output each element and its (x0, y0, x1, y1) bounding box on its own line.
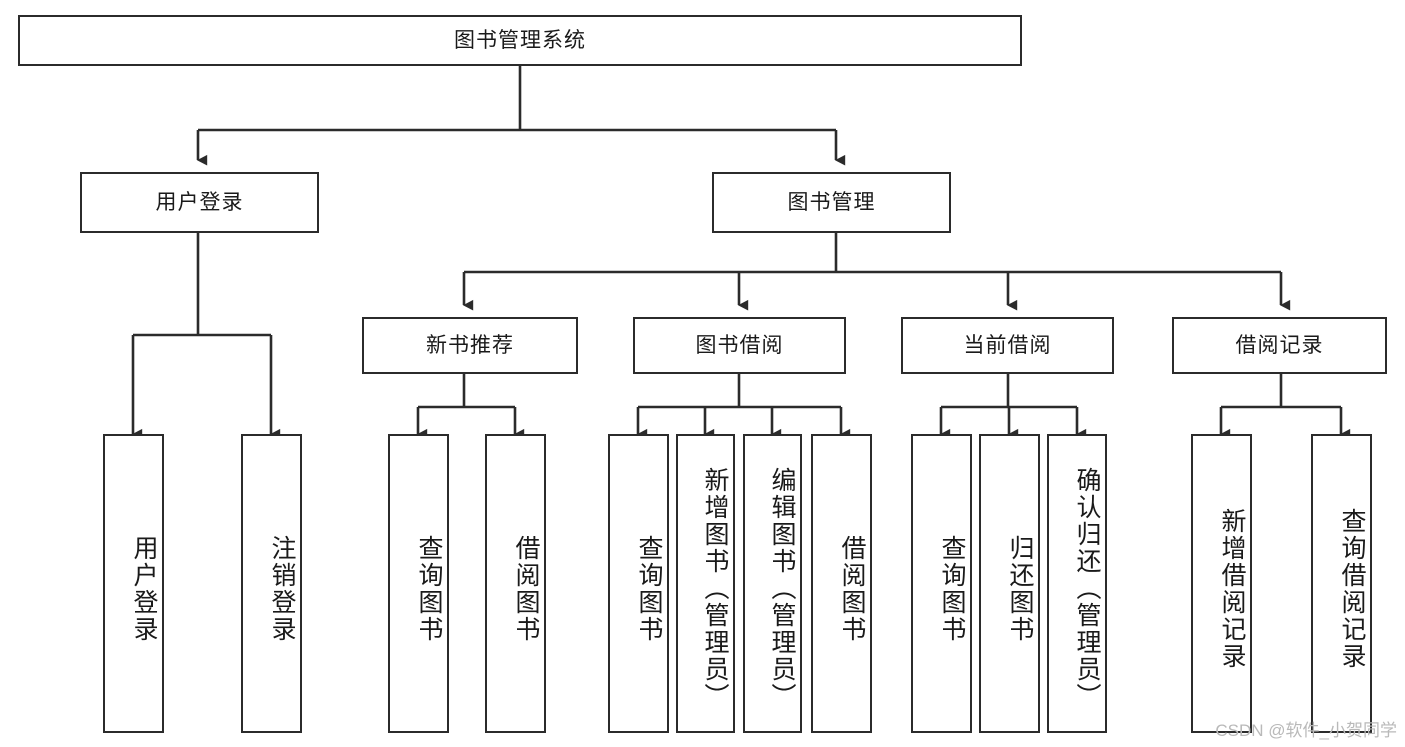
node-leaf-logout-login-label: 注销登录 (268, 534, 296, 643)
node-leaf-add-record-label: 新增借阅记录 (1218, 507, 1246, 670)
node-leaf-query-book-3-label: 查询图书 (938, 534, 966, 643)
node-book-borrow-label: 图书借阅 (695, 333, 784, 357)
node-current-borrow[interactable]: 当前借阅 (901, 317, 1114, 374)
node-book-manage[interactable]: 图书管理 (712, 172, 951, 233)
node-book-manage-label: 图书管理 (787, 190, 876, 214)
node-leaf-edit-book-label: 编辑图书（管理员） (768, 467, 796, 710)
node-new-book-recommend[interactable]: 新书推荐 (362, 317, 578, 374)
node-book-borrow[interactable]: 图书借阅 (633, 317, 846, 374)
node-current-borrow-label: 当前借阅 (963, 333, 1052, 357)
node-leaf-borrow-book-2[interactable]: 借阅图书 (811, 434, 872, 733)
node-leaf-query-book-2[interactable]: 查询图书 (608, 434, 669, 733)
node-leaf-add-book[interactable]: 新增图书（管理员） (676, 434, 735, 733)
node-new-book-recommend-label: 新书推荐 (426, 333, 514, 357)
node-leaf-confirm-return[interactable]: 确认归还（管理员） (1047, 434, 1107, 733)
node-leaf-query-record-label: 查询借阅记录 (1338, 507, 1366, 670)
node-borrow-record[interactable]: 借阅记录 (1172, 317, 1387, 374)
node-leaf-confirm-return-label: 确认归还（管理员） (1073, 467, 1101, 710)
node-leaf-user-login[interactable]: 用户登录 (103, 434, 164, 733)
node-leaf-user-login-label: 用户登录 (130, 534, 158, 643)
node-leaf-query-book-1[interactable]: 查询图书 (388, 434, 449, 733)
node-leaf-return-book[interactable]: 归还图书 (979, 434, 1040, 733)
node-leaf-add-book-label: 新增图书（管理员） (701, 467, 729, 710)
node-root[interactable]: 图书管理系统 (18, 15, 1022, 66)
node-leaf-add-record[interactable]: 新增借阅记录 (1191, 434, 1252, 733)
node-user-login[interactable]: 用户登录 (80, 172, 319, 233)
node-leaf-edit-book[interactable]: 编辑图书（管理员） (743, 434, 802, 733)
node-leaf-query-book-3[interactable]: 查询图书 (911, 434, 972, 733)
node-root-label: 图书管理系统 (454, 28, 586, 52)
node-user-login-label: 用户登录 (155, 190, 244, 214)
node-leaf-query-book-1-label: 查询图书 (415, 534, 443, 643)
node-leaf-borrow-book-1-label: 借阅图书 (512, 534, 540, 643)
node-leaf-logout-login[interactable]: 注销登录 (241, 434, 302, 733)
node-leaf-borrow-book-1[interactable]: 借阅图书 (485, 434, 546, 733)
node-leaf-query-record[interactable]: 查询借阅记录 (1311, 434, 1372, 733)
node-leaf-query-book-2-label: 查询图书 (635, 534, 663, 643)
node-leaf-return-book-label: 归还图书 (1006, 534, 1034, 643)
node-leaf-borrow-book-2-label: 借阅图书 (838, 534, 866, 643)
node-borrow-record-label: 借阅记录 (1235, 333, 1324, 357)
